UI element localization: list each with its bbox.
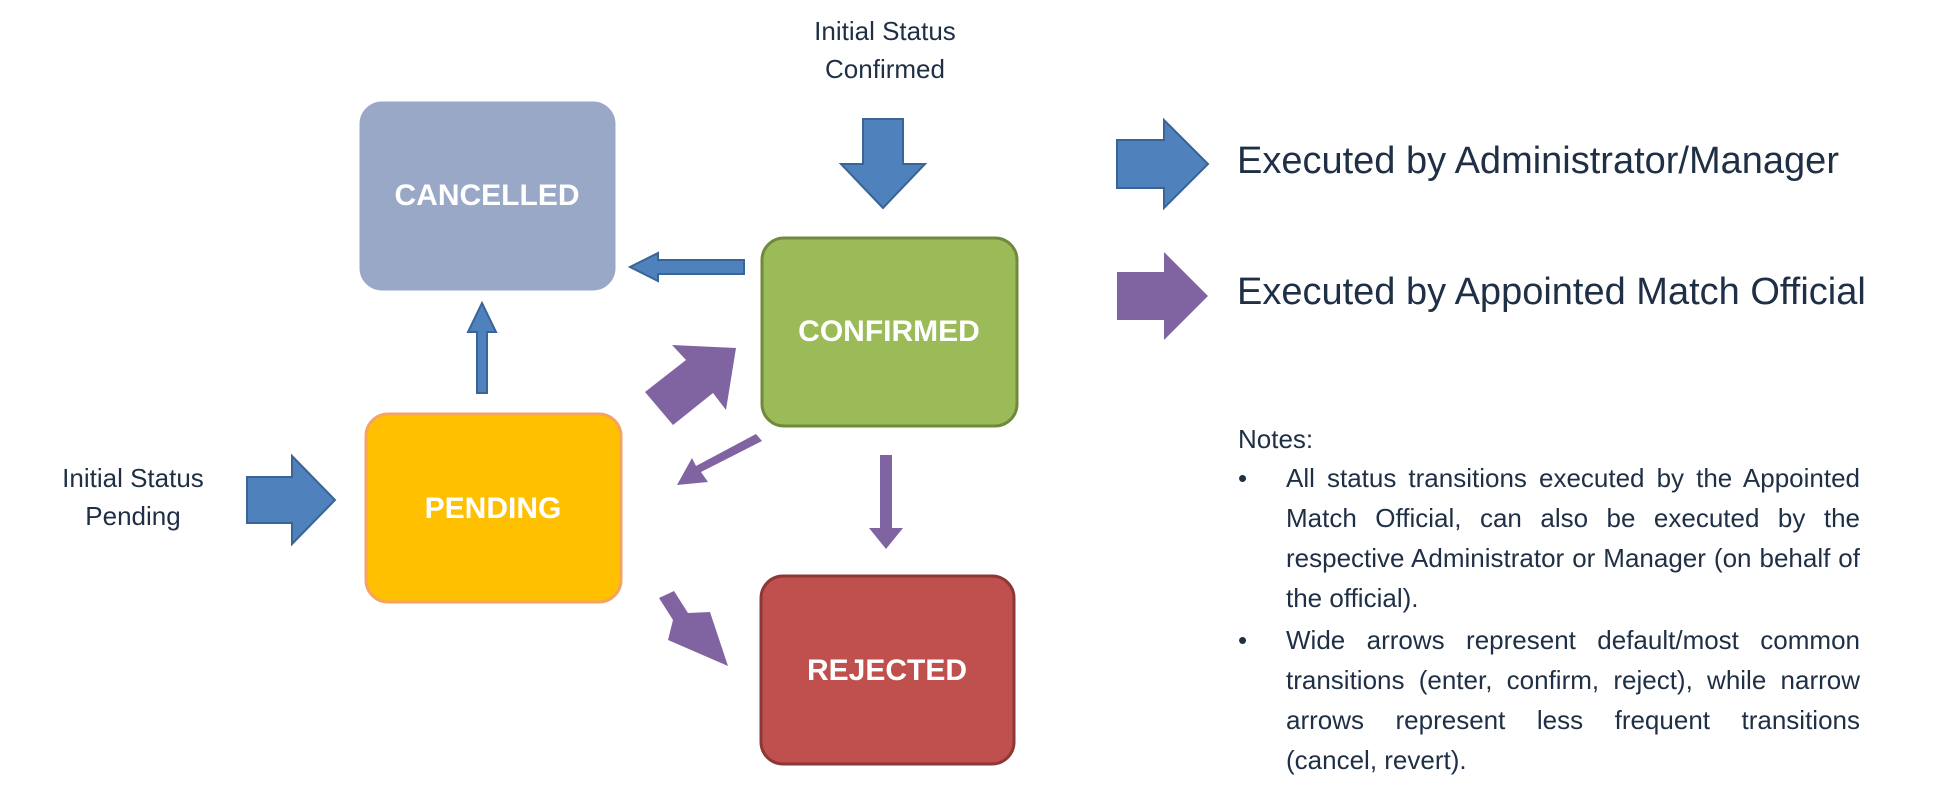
confirmed-to-rejected-arrow (869, 455, 903, 549)
pending-to-confirmed-arrow (645, 345, 736, 425)
state-confirmed-box (760, 236, 1019, 428)
notes-list: • All status transitions executed by the… (1238, 458, 1860, 780)
state-rejected-box (759, 574, 1016, 766)
initial-status-pending-line2: Pending (85, 501, 181, 531)
state-cancelled-box (359, 101, 616, 291)
state-pending-box (364, 412, 623, 604)
pending-to-cancelled-arrow (466, 300, 498, 394)
state-rejected: REJECTED (759, 574, 1016, 766)
confirmed-to-pending-arrow (677, 434, 762, 485)
legend-admin-arrow (1116, 117, 1210, 211)
bullet-icon: • (1238, 625, 1248, 655)
state-pending: PENDING (364, 412, 623, 604)
state-cancelled-label: CANCELLED (395, 179, 580, 212)
initial-pending-arrow (246, 453, 337, 547)
legend-official-arrow (1117, 252, 1208, 340)
state-pending-label: PENDING (425, 492, 562, 525)
initial-status-confirmed-line1: Initial Status (814, 16, 956, 46)
initial-status-confirmed-line2: Confirmed (825, 54, 945, 84)
notes-item: • Wide arrows represent default/most com… (1238, 620, 1860, 780)
notes-title: Notes: (1238, 424, 1314, 454)
initial-status-pending-line1: Initial Status (62, 463, 204, 493)
bullet-icon: • (1238, 463, 1248, 493)
legend-official-label: Executed by Appointed Match Official (1237, 271, 1866, 313)
legend-admin-label: Executed by Administrator/Manager (1237, 140, 1839, 182)
notes-item-text: Wide arrows represent default/most commo… (1286, 625, 1860, 775)
notes-item-text: All status transitions executed by the A… (1286, 463, 1860, 613)
state-cancelled: CANCELLED (359, 101, 616, 291)
state-rejected-label: REJECTED (807, 654, 967, 687)
notes-section: Notes: • All status transitions executed… (1238, 420, 1860, 780)
initial-status-confirmed-label: Initial Status Confirmed (785, 12, 985, 88)
pending-to-rejected-arrow (659, 591, 728, 666)
state-confirmed-label: CONFIRMED (798, 315, 980, 348)
initial-status-pending-label: Initial Status Pending (33, 459, 233, 535)
initial-confirmed-arrow (838, 118, 928, 210)
notes-item: • All status transitions executed by the… (1238, 458, 1860, 618)
confirmed-to-cancelled-arrow (627, 251, 745, 283)
state-confirmed: CONFIRMED (760, 236, 1019, 428)
